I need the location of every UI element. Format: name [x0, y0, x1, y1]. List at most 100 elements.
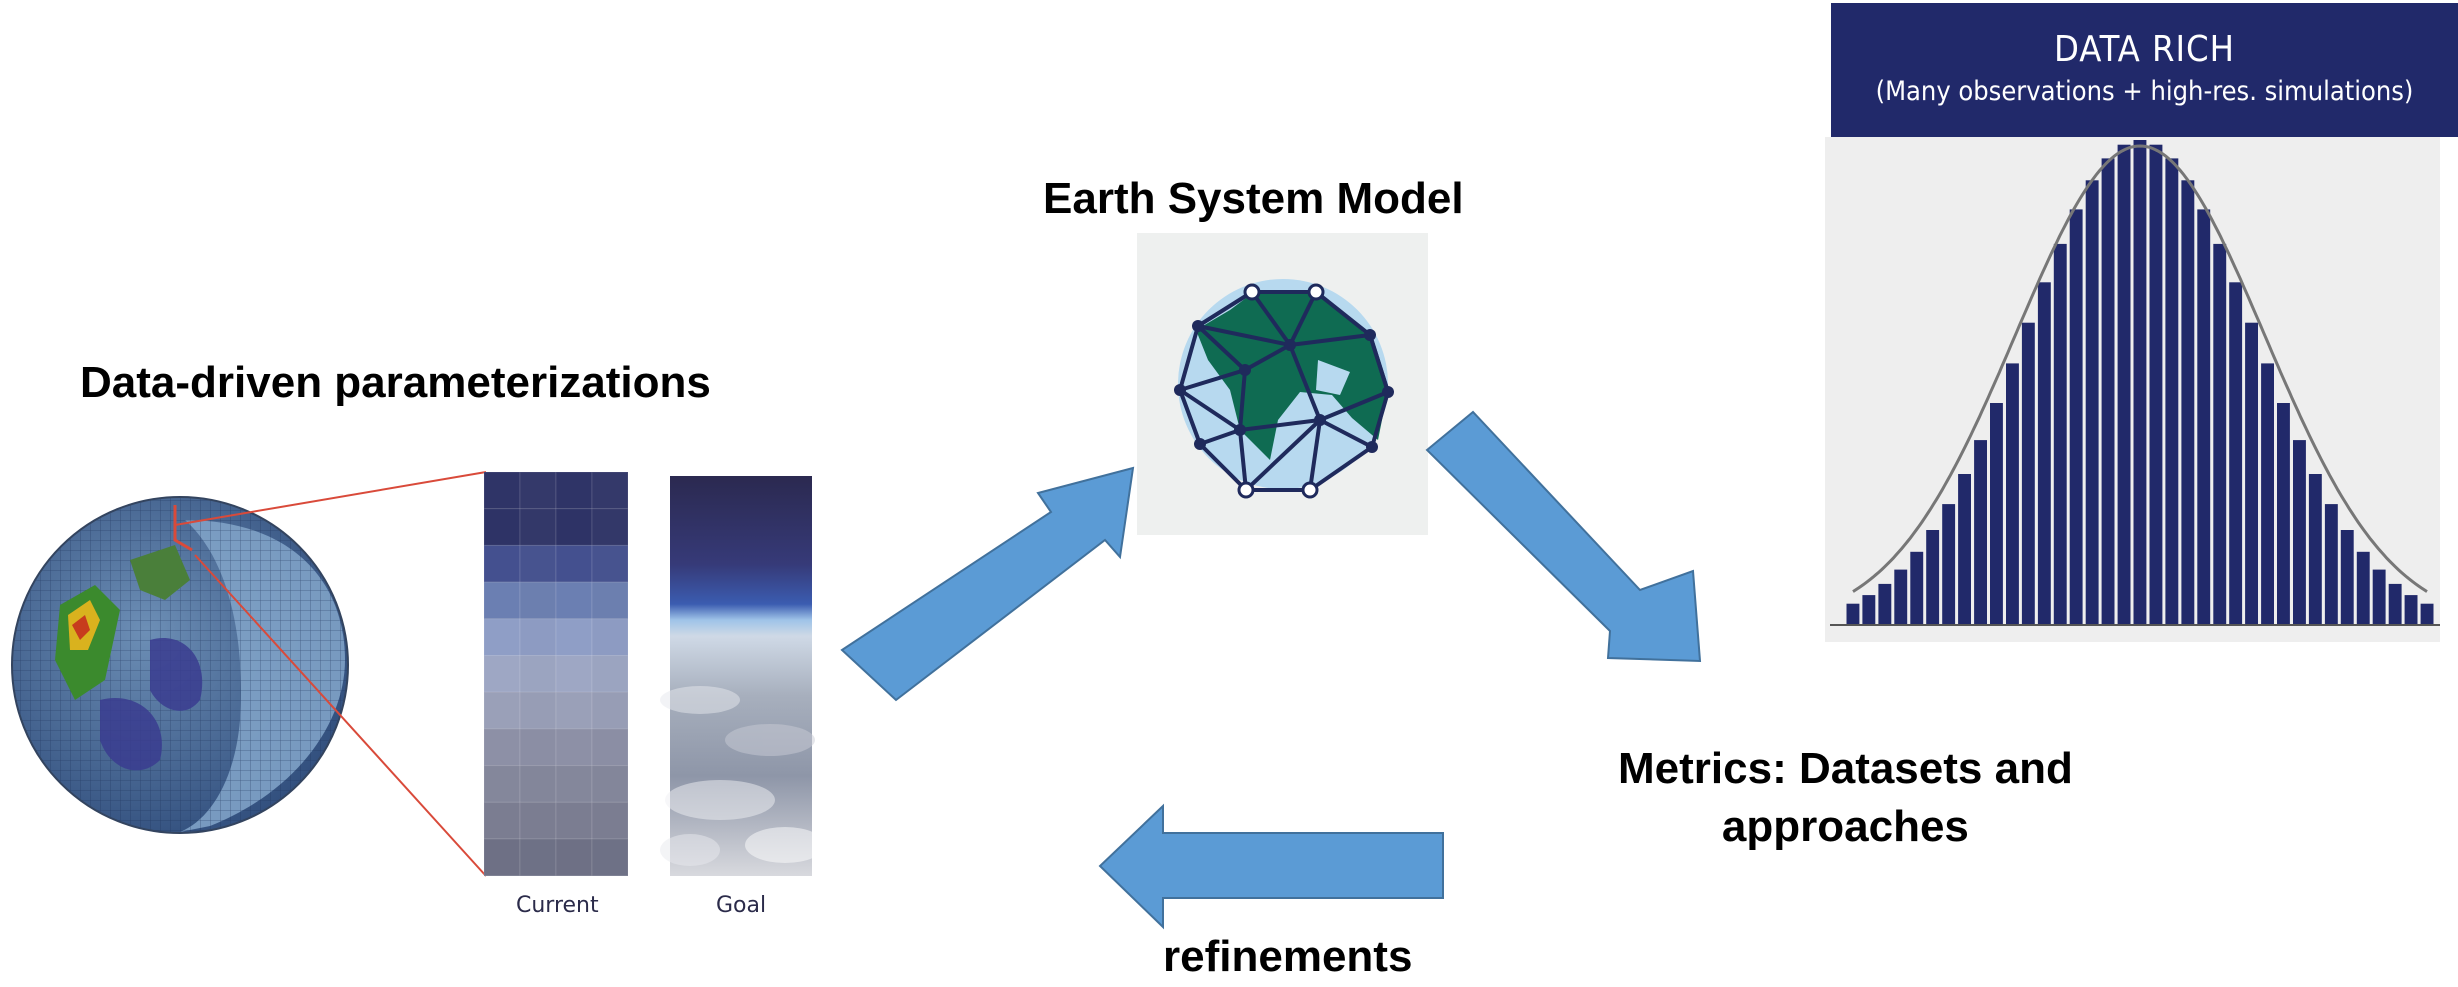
grid-cell: [555, 765, 593, 803]
grid-cell: [555, 691, 593, 730]
grid-cell: [519, 838, 557, 877]
grid-cell: [591, 801, 629, 840]
grid-cell: [519, 728, 557, 767]
grid-cell: [483, 838, 521, 877]
refinements-label: refinements: [1163, 932, 1413, 981]
histogram-bar: [2069, 209, 2083, 625]
grid-cell: [519, 655, 557, 693]
grid-cell: [483, 471, 521, 510]
histogram-bar: [2021, 322, 2035, 625]
grid-cell: [483, 508, 521, 546]
normal-curve: [1852, 144, 2428, 593]
params-label: Data-driven parameterizations: [80, 358, 711, 407]
histogram-bar: [2261, 363, 2274, 625]
grid-cell: [555, 581, 593, 620]
histogram-bar: [2085, 180, 2099, 626]
grid-cell: [591, 471, 629, 510]
histogram-bar: [2245, 322, 2258, 625]
grid-cell: [555, 838, 593, 877]
goal-caption: Goal: [716, 893, 767, 918]
histogram-bar: [2420, 603, 2434, 625]
grid-cell: [483, 581, 521, 620]
grid-cell: [591, 544, 629, 583]
grid-cell: [483, 544, 521, 583]
grid-cell: [591, 838, 629, 877]
grid-cell: [555, 618, 593, 656]
grid-cell: [591, 655, 629, 693]
histogram-bars: [1846, 140, 2434, 626]
histogram-bar: [2388, 583, 2402, 625]
grid-cell: [519, 508, 557, 546]
histogram-bar: [2277, 403, 2290, 625]
grid-cell: [591, 508, 629, 546]
histogram-bar: [1990, 403, 2003, 625]
histogram-bar: [2213, 243, 2227, 625]
current-caption: Current: [516, 893, 599, 918]
current-grid-cells: [483, 471, 629, 877]
histogram-bar: [1910, 551, 1924, 625]
grid-cell: [591, 765, 629, 803]
grid-cell: [483, 655, 521, 693]
histogram-bar: [1926, 530, 1940, 625]
grid-cell: [519, 618, 557, 656]
goal-image: [660, 476, 825, 876]
metrics-label-line2: approaches: [1721, 802, 1969, 851]
grid-cell: [555, 801, 593, 840]
histogram-bar: [1846, 603, 1860, 625]
grid-cell: [591, 618, 629, 656]
grid-cell: [591, 691, 629, 730]
histogram-header: DATA RICH (Many observations + high-res.…: [1831, 3, 2458, 137]
grid-cell: [483, 618, 521, 656]
model-label: Earth System Model: [1043, 174, 1464, 223]
histogram-title: DATA RICH: [2053, 29, 2236, 70]
grid-cell: [519, 801, 557, 840]
histogram-bar: [2197, 209, 2211, 625]
histogram-bar: [1974, 440, 1987, 625]
histogram-bar: [2117, 144, 2131, 625]
histogram-bar: [2293, 440, 2306, 625]
histogram-bar: [2006, 363, 2019, 625]
grid-cell: [483, 691, 521, 730]
histogram-bar: [1862, 595, 1876, 625]
histogram-bar: [2372, 569, 2386, 625]
histogram-bar: [2229, 282, 2243, 625]
grid-cell: [519, 544, 557, 583]
histogram-bar: [2149, 144, 2163, 625]
histogram-bar: [2165, 158, 2179, 625]
grid-cell: [591, 581, 629, 620]
arrow-refinements: [1098, 803, 1444, 930]
histogram-bar: [2133, 140, 2147, 625]
histogram-subtitle: (Many observations + high-res. simulatio…: [1875, 76, 2414, 107]
grid-cell: [555, 508, 593, 546]
grid-cell: [519, 581, 557, 620]
histogram-bar: [2356, 551, 2370, 625]
histogram-bar: [1878, 583, 1892, 625]
metrics-label-line1: Metrics: Datasets and: [1618, 744, 2073, 793]
grid-cell: [555, 471, 593, 510]
arrow-to-model: [840, 466, 1135, 702]
histogram-bar: [2340, 530, 2354, 625]
grid-cell: [555, 728, 593, 767]
histogram-bar: [1942, 504, 1956, 625]
grid-cell: [555, 655, 593, 693]
histogram-bar: [1894, 569, 1908, 625]
histogram-bar: [2181, 180, 2195, 626]
grid-cell: [555, 544, 593, 583]
grid-cell: [483, 765, 521, 803]
grid-cell: [519, 765, 557, 803]
histogram-bar: [2324, 504, 2338, 625]
histogram-bar: [2308, 474, 2322, 625]
globe-illustration: [11, 471, 487, 877]
arrow-to-metrics: [1425, 410, 1702, 663]
grid-cell: [519, 471, 557, 510]
histogram-bar: [2053, 243, 2067, 625]
metrics-label: Metrics: Datasets and approaches: [1618, 740, 2073, 856]
histogram-bar: [2101, 158, 2115, 625]
grid-cell: [483, 728, 521, 767]
earth-network-icon: [1137, 233, 1428, 535]
grid-cell: [483, 801, 521, 840]
grid-cell: [591, 728, 629, 767]
histogram-bar: [1958, 474, 1971, 625]
histogram-bar: [2404, 595, 2418, 625]
